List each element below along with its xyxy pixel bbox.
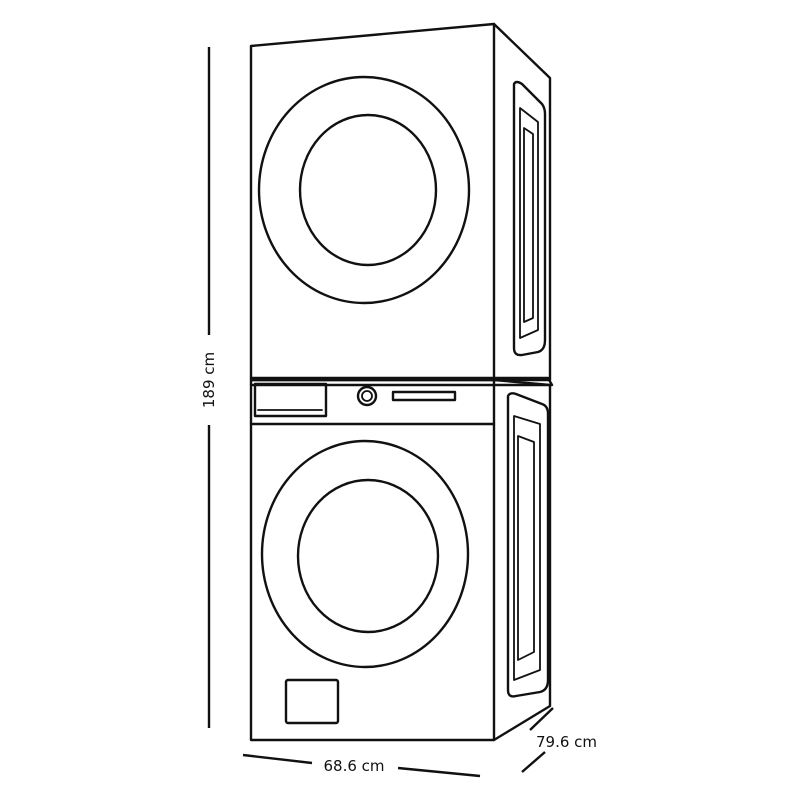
height-dimension: 189 cm <box>200 47 218 728</box>
filter-access-panel <box>284 678 340 725</box>
washer-door <box>260 439 470 669</box>
dryer-door <box>257 75 471 305</box>
washer-door-outer-ring <box>260 439 470 669</box>
washer-display <box>391 390 457 402</box>
washer-side-face <box>492 378 552 742</box>
dryer-door-outer-ring <box>257 75 471 305</box>
washer-front-face <box>249 378 496 742</box>
washer-side-panel <box>506 392 550 698</box>
washer-unit <box>249 378 552 742</box>
washer-door-glass <box>296 478 440 634</box>
height-label: 189 cm <box>200 352 218 408</box>
dryer-door-glass <box>298 113 438 267</box>
depth-dimension: 79.6 cm <box>521 707 597 773</box>
width-label: 68.6 cm <box>323 757 384 775</box>
dryer-side-face <box>492 22 552 382</box>
stacking-shelf <box>249 376 554 387</box>
width-dimension: 68.6 cm <box>242 753 481 778</box>
detergent-drawer <box>253 382 328 418</box>
washer-control-panel <box>249 382 496 426</box>
dryer-side-panel <box>512 80 547 357</box>
dryer-unit <box>249 22 552 382</box>
program-dial <box>356 385 378 407</box>
depth-label: 79.6 cm <box>536 733 597 751</box>
